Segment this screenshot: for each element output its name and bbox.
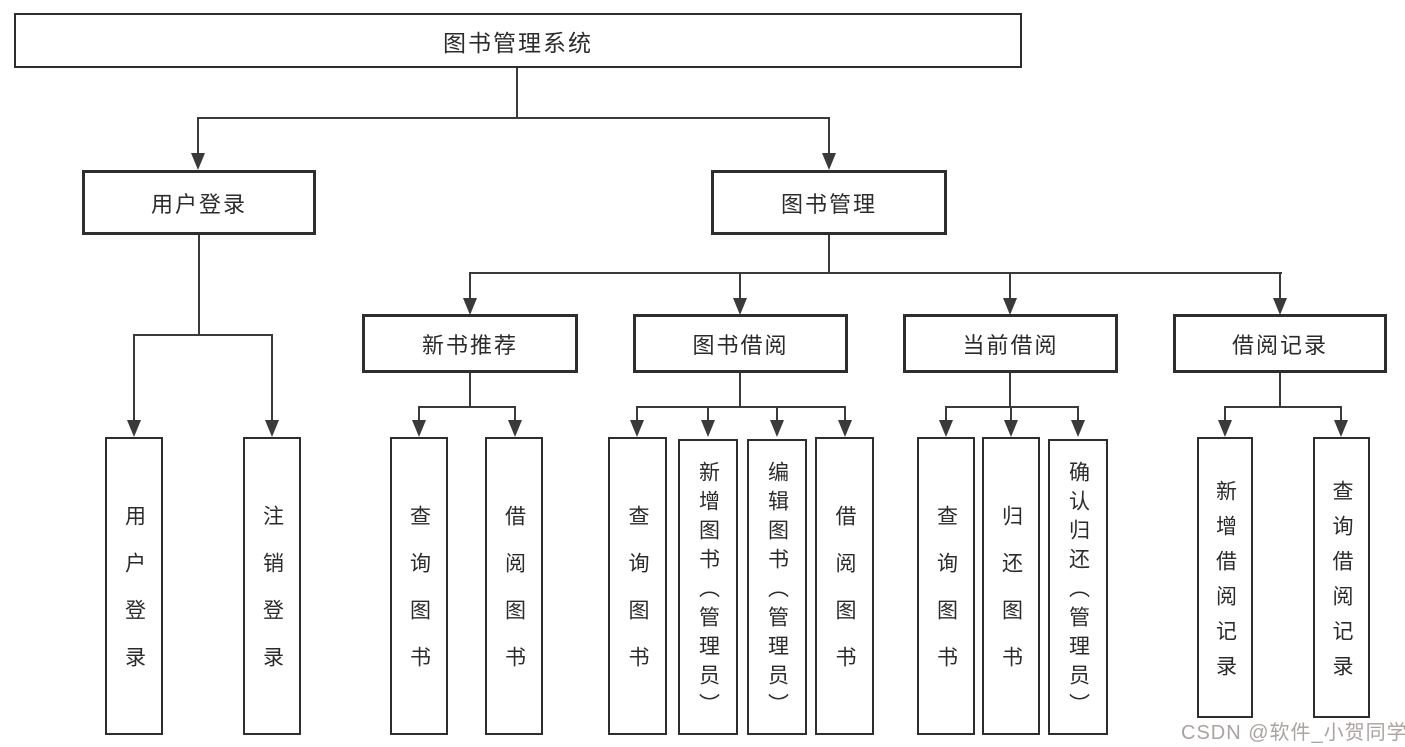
node-user-login: 用户登录 <box>82 170 316 235</box>
connector-line <box>828 118 830 154</box>
connector-line <box>1224 406 1342 408</box>
arrowhead-down-icon <box>412 420 426 437</box>
arrowhead-down-icon <box>1218 420 1232 437</box>
arrowhead-down-icon <box>191 153 205 170</box>
connector-line <box>1279 273 1281 298</box>
arrowhead-down-icon <box>127 420 141 437</box>
arrowhead-down-icon <box>463 298 477 315</box>
node-root-library-system: 图书管理系统 <box>14 13 1022 68</box>
arrowhead-down-icon <box>838 420 852 437</box>
leaf-return-books: 归还图书 <box>982 437 1040 735</box>
leaf-logout: 注销登录 <box>243 437 301 735</box>
connector-line <box>197 118 199 154</box>
connector-line <box>844 407 846 420</box>
node-current-borrowing: 当前借阅 <box>903 314 1118 373</box>
leaf-confirm-return-admin: 确认归还（管理员） <box>1048 439 1108 735</box>
arrowhead-down-icon <box>1004 420 1018 437</box>
connector-line <box>469 373 471 407</box>
leaf-user-login: 用户登录 <box>105 437 163 735</box>
arrowhead-down-icon <box>1003 298 1017 315</box>
arrowhead-down-icon <box>701 420 715 437</box>
connector-line <box>1009 373 1011 407</box>
leaf-borrowing-query-books: 查询图书 <box>608 437 667 735</box>
connector-line <box>469 272 1282 274</box>
arrowhead-down-icon <box>630 420 644 437</box>
node-book-borrowing: 图书借阅 <box>633 314 848 373</box>
connector-line <box>1009 273 1011 298</box>
connector-line <box>739 373 741 407</box>
arrowhead-down-icon <box>822 153 836 170</box>
arrowhead-down-icon <box>1273 298 1287 315</box>
connector-line <box>945 406 1079 408</box>
leaf-add-books-admin: 新增图书（管理员） <box>678 439 738 735</box>
connector-line <box>133 334 273 336</box>
connector-line <box>828 235 830 273</box>
connector-line <box>739 273 741 298</box>
connector-line <box>1279 373 1281 407</box>
connector-line <box>198 235 200 335</box>
arrowhead-down-icon <box>1334 420 1348 437</box>
arrowhead-down-icon <box>1071 420 1085 437</box>
connector-line <box>707 407 709 420</box>
arrowhead-down-icon <box>770 420 784 437</box>
connector-line <box>776 407 778 420</box>
connector-line <box>1340 407 1342 420</box>
connector-line <box>514 407 516 420</box>
arrowhead-down-icon <box>733 298 747 315</box>
node-borrowing-records: 借阅记录 <box>1173 314 1387 373</box>
connector-line <box>418 406 516 408</box>
leaf-current-query-books: 查询图书 <box>917 437 975 735</box>
connector-line <box>636 407 638 420</box>
connector-line <box>469 273 471 298</box>
leaf-edit-books-admin: 编辑图书（管理员） <box>747 439 807 735</box>
connector-line <box>418 407 420 420</box>
leaf-recommend-query-books: 查询图书 <box>390 437 448 735</box>
connector-line <box>133 335 135 420</box>
connector-line <box>945 407 947 420</box>
csdn-watermark: CSDN @软件_小贺同学 <box>1181 722 1405 744</box>
connector-line <box>1010 407 1012 420</box>
leaf-recommend-borrow-books: 借阅图书 <box>485 437 543 735</box>
connector-line <box>636 406 846 408</box>
connector-line <box>1224 407 1226 420</box>
connector-line <box>1077 407 1079 420</box>
leaf-add-borrow-record: 新增借阅记录 <box>1197 437 1253 718</box>
leaf-borrow-books: 借阅图书 <box>815 437 874 735</box>
node-book-management: 图书管理 <box>711 170 947 235</box>
connector-line <box>516 68 518 118</box>
connector-line <box>197 117 830 119</box>
arrowhead-down-icon <box>939 420 953 437</box>
arrowhead-down-icon <box>265 420 279 437</box>
leaf-query-borrow-record: 查询借阅记录 <box>1313 437 1370 718</box>
node-new-book-recommend: 新书推荐 <box>362 314 578 373</box>
arrowhead-down-icon <box>508 420 522 437</box>
connector-line <box>271 335 273 420</box>
